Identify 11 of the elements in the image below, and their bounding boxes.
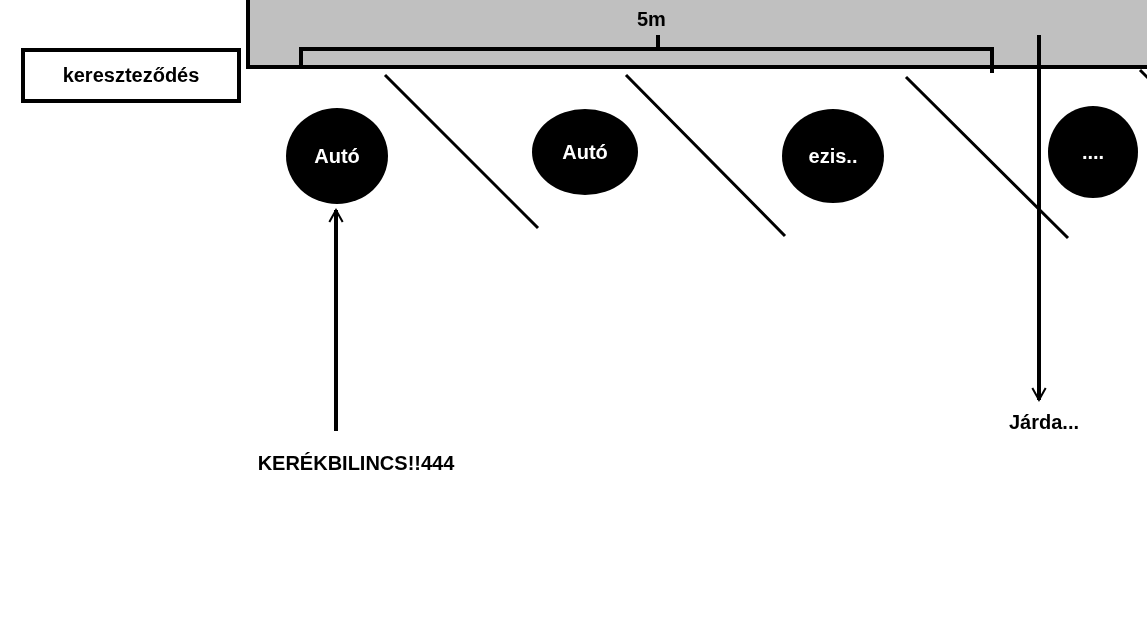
road-area: [246, 0, 1147, 69]
label-box: kereszteződés: [21, 48, 241, 103]
arrow: [1031, 35, 1047, 401]
dimension-label: 5m: [637, 8, 666, 31]
car-circle: Autó: [286, 108, 388, 204]
note-text: Járda...: [990, 410, 1098, 434]
car-circle: ....: [1048, 106, 1138, 198]
note-text: KERÉKBILINCS!!444: [218, 451, 494, 475]
car-circle: ezis..: [782, 109, 884, 203]
arrow: [328, 209, 344, 431]
car-circle: Autó: [532, 109, 638, 195]
